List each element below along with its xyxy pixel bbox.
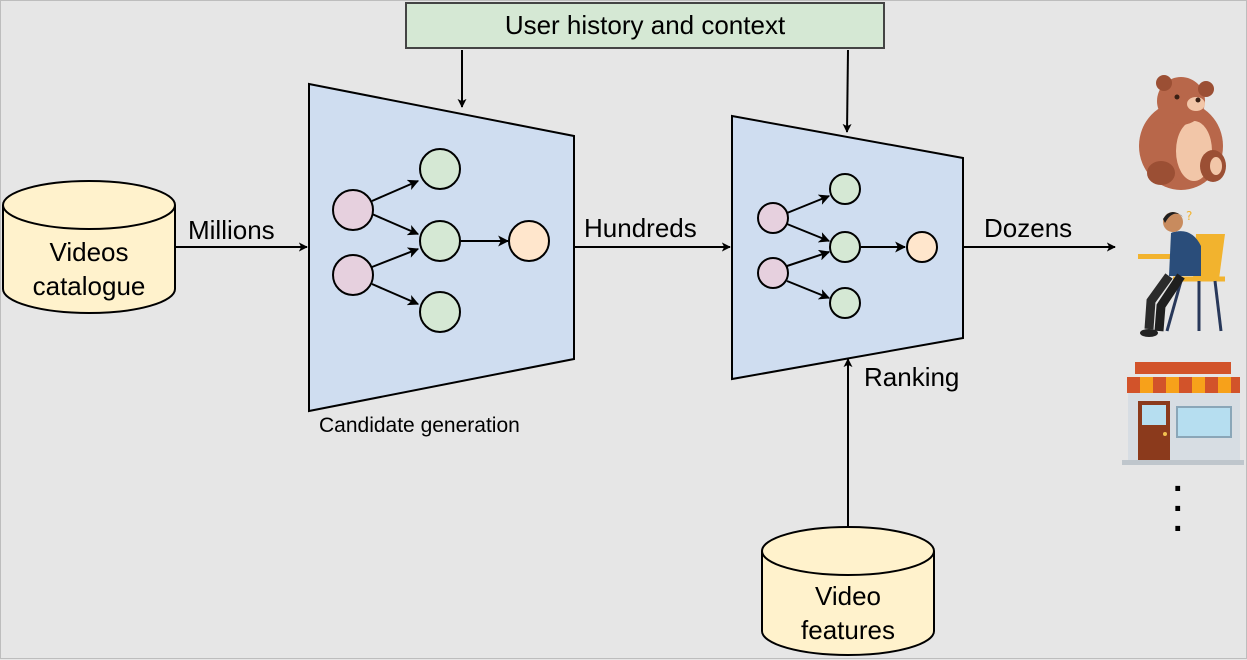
- video-features-line-2: features: [801, 615, 895, 645]
- hidden-node: [419, 220, 461, 262]
- context-label: User history and context: [504, 10, 786, 40]
- input-node: [332, 254, 374, 296]
- millions-label: Millions: [188, 215, 275, 245]
- more-items-indicator: ···: [1173, 470, 1185, 548]
- hidden-node: [829, 173, 861, 205]
- input-node: [757, 257, 789, 289]
- input-node: [332, 189, 374, 231]
- video-features-label: Video features: [762, 579, 934, 647]
- arrow-context-to-ranking: [842, 49, 852, 133]
- candidate-generation-label: Candidate generation: [319, 414, 520, 437]
- bear-toy-icon: [1139, 75, 1226, 190]
- user-history-context-box: User history and context: [405, 2, 885, 49]
- ranking-network: [757, 173, 938, 319]
- hundreds-label: Hundreds: [584, 213, 697, 243]
- output-node: [508, 220, 550, 262]
- hidden-node: [419, 148, 461, 190]
- candidate-network: [332, 148, 550, 333]
- hidden-node: [829, 231, 861, 263]
- output-node: [906, 231, 938, 263]
- videos-catalogue-line-2: catalogue: [32, 271, 146, 301]
- video-features-database: [761, 526, 935, 656]
- ranking-label: Ranking: [864, 362, 960, 392]
- svg-text:?: ?: [1186, 209, 1192, 223]
- dozens-label: Dozens: [984, 213, 1073, 243]
- storefront-icon: [1122, 362, 1244, 465]
- hidden-node: [419, 291, 461, 333]
- videos-catalogue-line-1: Videos: [49, 237, 129, 267]
- video-features-line-1: Video: [814, 581, 882, 611]
- videos-catalogue-label: Videos catalogue: [3, 235, 175, 303]
- input-node: [757, 202, 789, 234]
- hidden-node: [829, 287, 861, 319]
- videos-catalogue-database: [2, 180, 176, 314]
- person-at-desk-icon: ?: [1138, 209, 1225, 337]
